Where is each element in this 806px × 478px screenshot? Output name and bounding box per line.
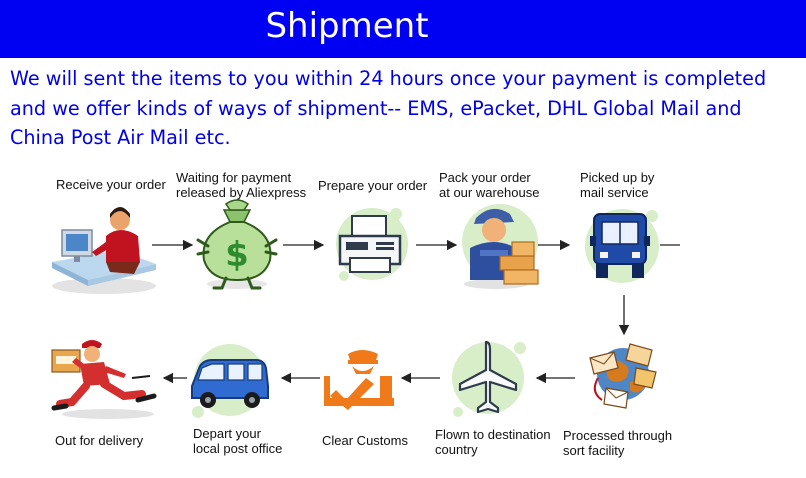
airplane-icon — [446, 336, 530, 422]
courier-running-icon — [46, 336, 162, 420]
step-label-prepare-order: Prepare your order — [318, 178, 428, 193]
money-bag-icon: $ — [196, 196, 278, 292]
step-label-picked-up: Picked up by mail service — [580, 170, 655, 200]
step-label-clear-customs: Clear Customs — [322, 433, 408, 448]
worker-with-boxes-icon — [456, 196, 546, 292]
printer-icon — [330, 202, 410, 286]
step-label-out-for-delivery: Out for delivery — [55, 433, 144, 448]
mail-globe-icon — [586, 338, 660, 410]
page-title: Shipment — [265, 6, 429, 46]
step-label-waiting-payment: Waiting for payment released by Aliexpre… — [176, 170, 307, 200]
step-label-sort-facility: Processed through sort facility — [563, 428, 673, 458]
step-label-pack-order: Pack your order at our warehouse — [439, 170, 540, 200]
step-label-flown: Flown to destination country — [435, 427, 551, 457]
van-icon — [186, 340, 272, 422]
svg-text:$: $ — [225, 235, 249, 275]
header-bar: Shipment — [0, 0, 806, 58]
intro-text: We will sent the items to you within 24 … — [10, 67, 767, 149]
step-label-receive-order: Receive your order — [56, 177, 166, 192]
step-label-depart-post-office: Depart your local post office — [193, 426, 283, 456]
person-at-computer-icon — [48, 200, 160, 296]
delivery-truck-icon — [580, 204, 664, 288]
customs-officer-icon — [318, 346, 398, 422]
